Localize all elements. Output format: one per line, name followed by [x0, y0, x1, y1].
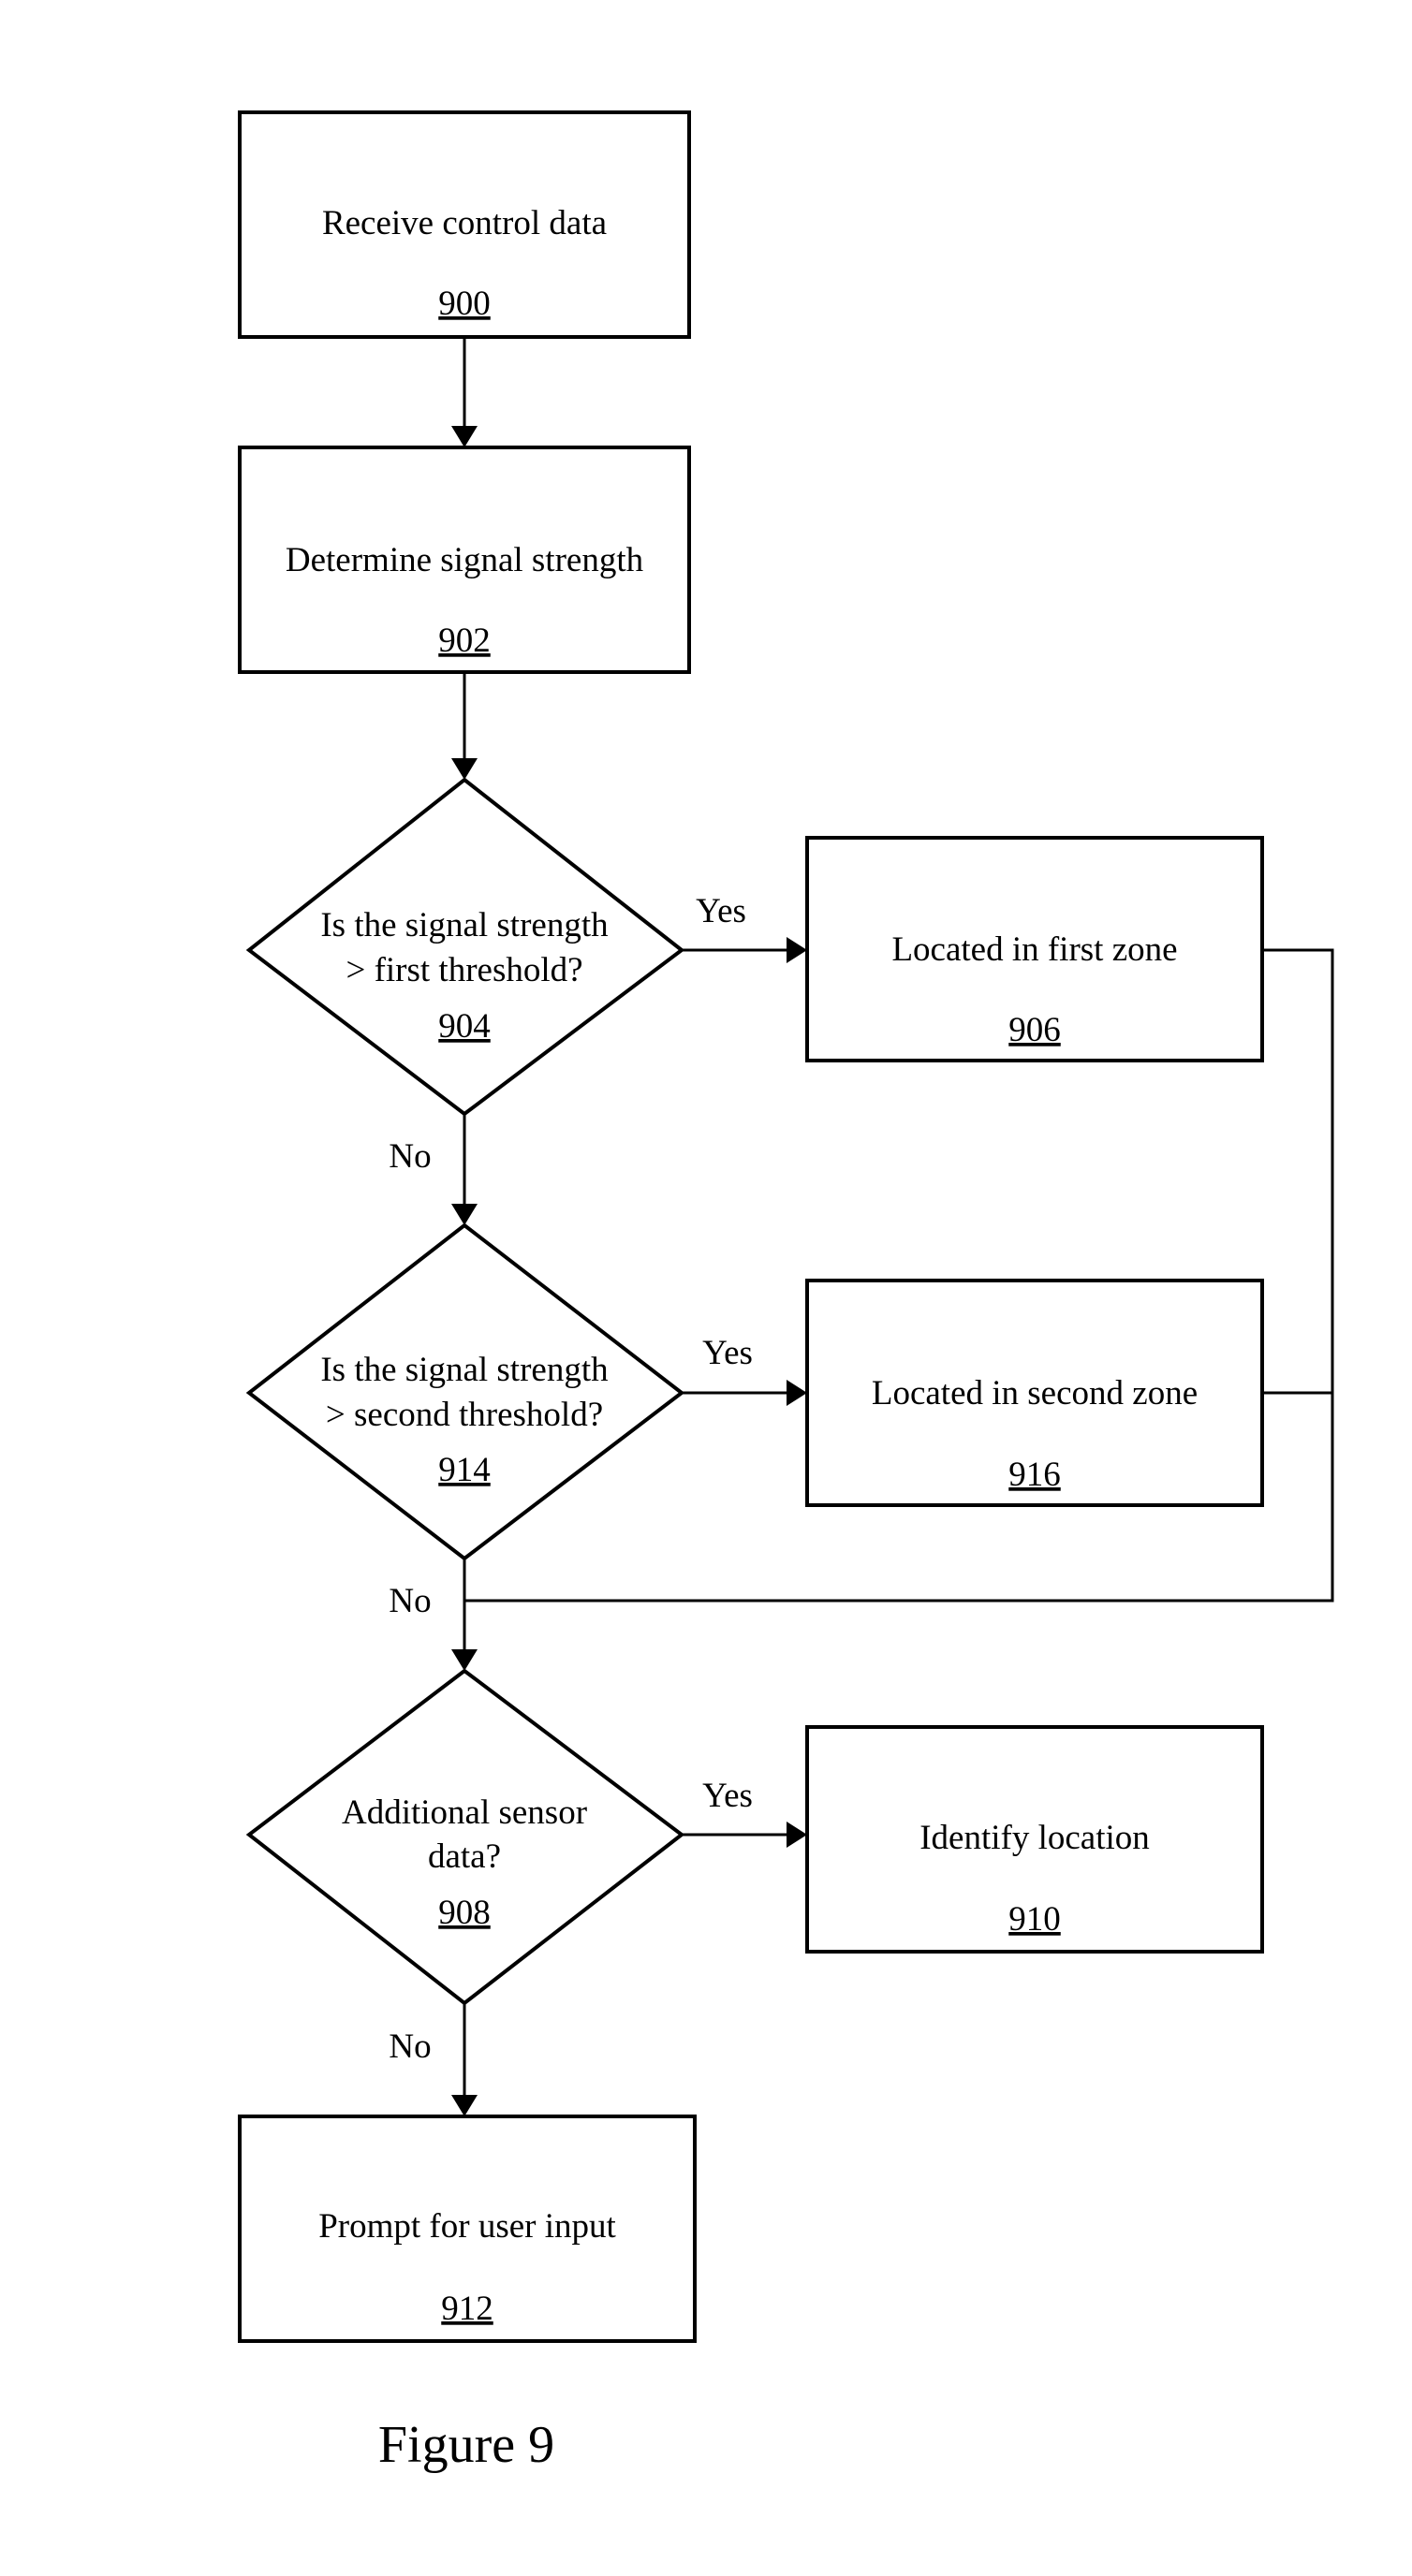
step-910-label: Identify location: [919, 1819, 1150, 1857]
decision-914-diamond: [249, 1225, 682, 1559]
arrowhead-914: [451, 1204, 478, 1225]
step-906-ref: 906: [1008, 1011, 1061, 1049]
no-label-908: No: [389, 2027, 431, 2066]
yes-label-914: Yes: [702, 1334, 753, 1372]
step-912-ref: 912: [441, 2290, 493, 2328]
step-902-ref: 902: [438, 622, 491, 660]
step-910-ref: 910: [1008, 1900, 1061, 1939]
decision-914-line2: > second threshold?: [326, 1396, 603, 1434]
decision-904-ref: 904: [438, 1007, 491, 1046]
arrowhead-902: [451, 426, 478, 447]
step-916-ref: 916: [1008, 1456, 1061, 1494]
no-label-914: No: [389, 1582, 431, 1620]
decision-904-diamond: [249, 780, 682, 1114]
arrowhead-910: [787, 1822, 807, 1848]
decision-914-ref: 914: [438, 1451, 491, 1489]
decision-908-line2: data?: [428, 1837, 501, 1876]
no-label-904: No: [389, 1137, 431, 1176]
step-900-ref: 900: [438, 285, 491, 323]
decision-914-line1: Is the signal strength: [320, 1351, 609, 1389]
decision-908-ref: 908: [438, 1894, 491, 1932]
decision-904-line1: Is the signal strength: [320, 906, 609, 944]
step-902-label: Determine signal strength: [286, 541, 644, 579]
yes-label-908: Yes: [702, 1777, 753, 1815]
arrowhead-908: [451, 1649, 478, 1671]
step-912-label: Prompt for user input: [318, 2207, 616, 2246]
figure-caption: Figure 9: [378, 2416, 554, 2474]
decision-908-line1: Additional sensor: [342, 1793, 587, 1832]
decision-904-line2: > first threshold?: [346, 951, 582, 989]
yes-label-904: Yes: [696, 892, 746, 930]
arrowhead-912: [451, 2095, 478, 2116]
step-916-label: Located in second zone: [872, 1374, 1198, 1412]
arrowhead-904: [451, 758, 478, 780]
arrowhead-916: [787, 1380, 807, 1406]
step-906-label: Located in first zone: [891, 930, 1177, 969]
arrowhead-906: [787, 937, 807, 963]
step-900-label: Receive control data: [322, 204, 607, 242]
